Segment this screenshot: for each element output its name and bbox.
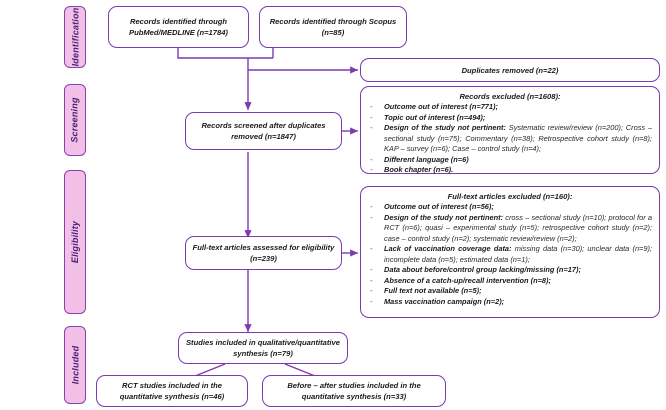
node-fulltext-excluded[interactable]: Full-text articles excluded (n=160): Out… [360, 186, 660, 318]
node-records-screened[interactable]: Records screened after duplicates remove… [185, 112, 342, 150]
node-fulltext-assessed[interactable]: Full-text articles assessed for eligibil… [185, 236, 342, 270]
phase-screening: Screening [64, 84, 86, 156]
list-item: Absence of a catch-up/recall interventio… [368, 276, 652, 287]
list-item: Design of the study not pertinent: Syste… [368, 123, 652, 155]
node-records-pubmed-label: Records identified through PubMed/MEDLIN… [129, 17, 228, 37]
node-duplicates-removed-label: Duplicates removed (n=22) [461, 65, 559, 75]
list-item: Data about before/control group lacking/… [368, 265, 652, 276]
phase-included: Included [64, 326, 86, 404]
node-duplicates-removed[interactable]: Duplicates removed (n=22) [360, 58, 660, 82]
phase-identification: Identification [64, 6, 86, 68]
node-records-scopus-label: Records identified through Scopus (n=85) [269, 17, 397, 37]
list-item: Full text not available (n=5); [368, 286, 652, 297]
fulltext-excluded-list: Outcome out of interest (n=56);Design of… [368, 202, 652, 307]
list-item: Mass vaccination campaign (n=2); [368, 297, 652, 308]
node-before-after-studies-label: Before – after studies included in the q… [287, 381, 421, 401]
phase-label-eligibility: Eligibility [70, 220, 80, 264]
node-records-excluded-header: Records excluded (n=1608): [459, 92, 561, 101]
phase-label-identification: Identification [70, 7, 80, 67]
list-item: Different language (n=6) [368, 155, 652, 166]
list-item: Topic out of interest (n=494); [368, 113, 652, 124]
list-item: Outcome out of interest (n=771); [368, 102, 652, 113]
phase-label-included: Included [70, 345, 81, 385]
node-rct-studies[interactable]: RCT studies included in the quantitative… [96, 375, 248, 407]
node-rct-studies-label: RCT studies included in the quantitative… [119, 381, 225, 401]
list-item: Outcome out of interest (n=56); [368, 202, 652, 213]
node-fulltext-assessed-label: Full-text articles assessed for eligibil… [192, 243, 335, 263]
records-excluded-list: Outcome out of interest (n=771);Topic ou… [368, 102, 652, 176]
list-item: Lack of vaccination coverage data: missi… [368, 244, 652, 265]
node-records-pubmed[interactable]: Records identified through PubMed/MEDLIN… [108, 6, 249, 48]
node-records-scopus[interactable]: Records identified through Scopus (n=85) [259, 6, 407, 48]
node-fulltext-excluded-header: Full-text articles excluded (n=160): [447, 192, 573, 201]
node-records-excluded[interactable]: Records excluded (n=1608): Outcome out o… [360, 86, 660, 176]
node-records-screened-label: Records screened after duplicates remove… [201, 121, 326, 141]
phase-label-screening: Screening [70, 97, 81, 143]
list-item: Design of the study not pertinent: cross… [368, 213, 652, 245]
phase-eligibility: Eligibility [64, 170, 86, 314]
node-included-synthesis[interactable]: Studies included in qualitative/quantita… [178, 332, 348, 364]
node-before-after-studies[interactable]: Before – after studies included in the q… [262, 375, 446, 407]
list-item: Book chapter (n=6). [368, 165, 652, 176]
node-included-synthesis-label: Studies included in qualitative/quantita… [185, 338, 340, 358]
